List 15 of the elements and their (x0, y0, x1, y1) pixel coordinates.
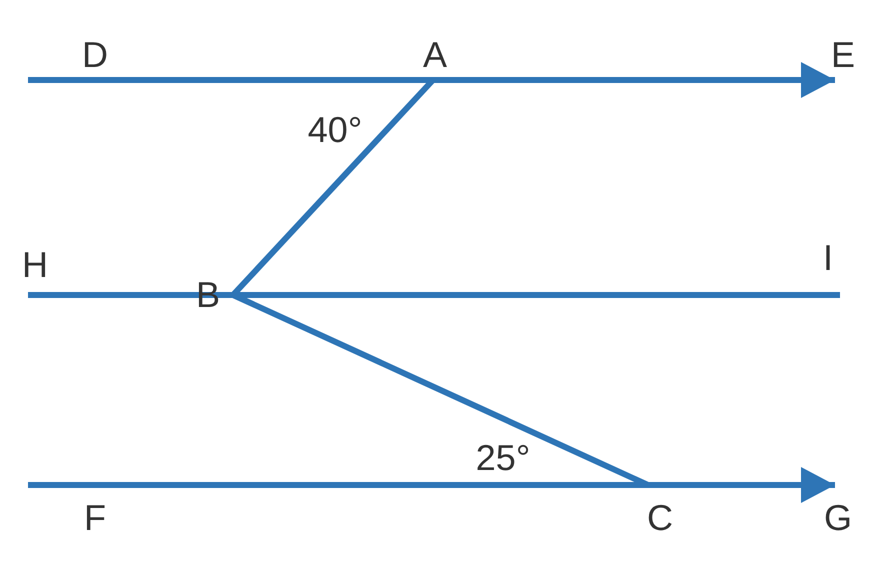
angle-label: 25° (476, 440, 530, 476)
point-label: E (831, 37, 855, 73)
point-label: G (824, 500, 852, 536)
point-label: H (22, 247, 48, 283)
line-segment (28, 482, 648, 488)
point-label: I (823, 240, 833, 276)
line-segment (648, 467, 835, 503)
point-label: D (82, 37, 108, 73)
point-label: C (647, 500, 673, 536)
angle-label: 40° (308, 112, 362, 148)
line-segment (433, 62, 835, 98)
point-label: F (84, 500, 106, 536)
line-segment (28, 292, 233, 298)
line-segment (28, 77, 433, 83)
point-label: A (423, 37, 447, 73)
